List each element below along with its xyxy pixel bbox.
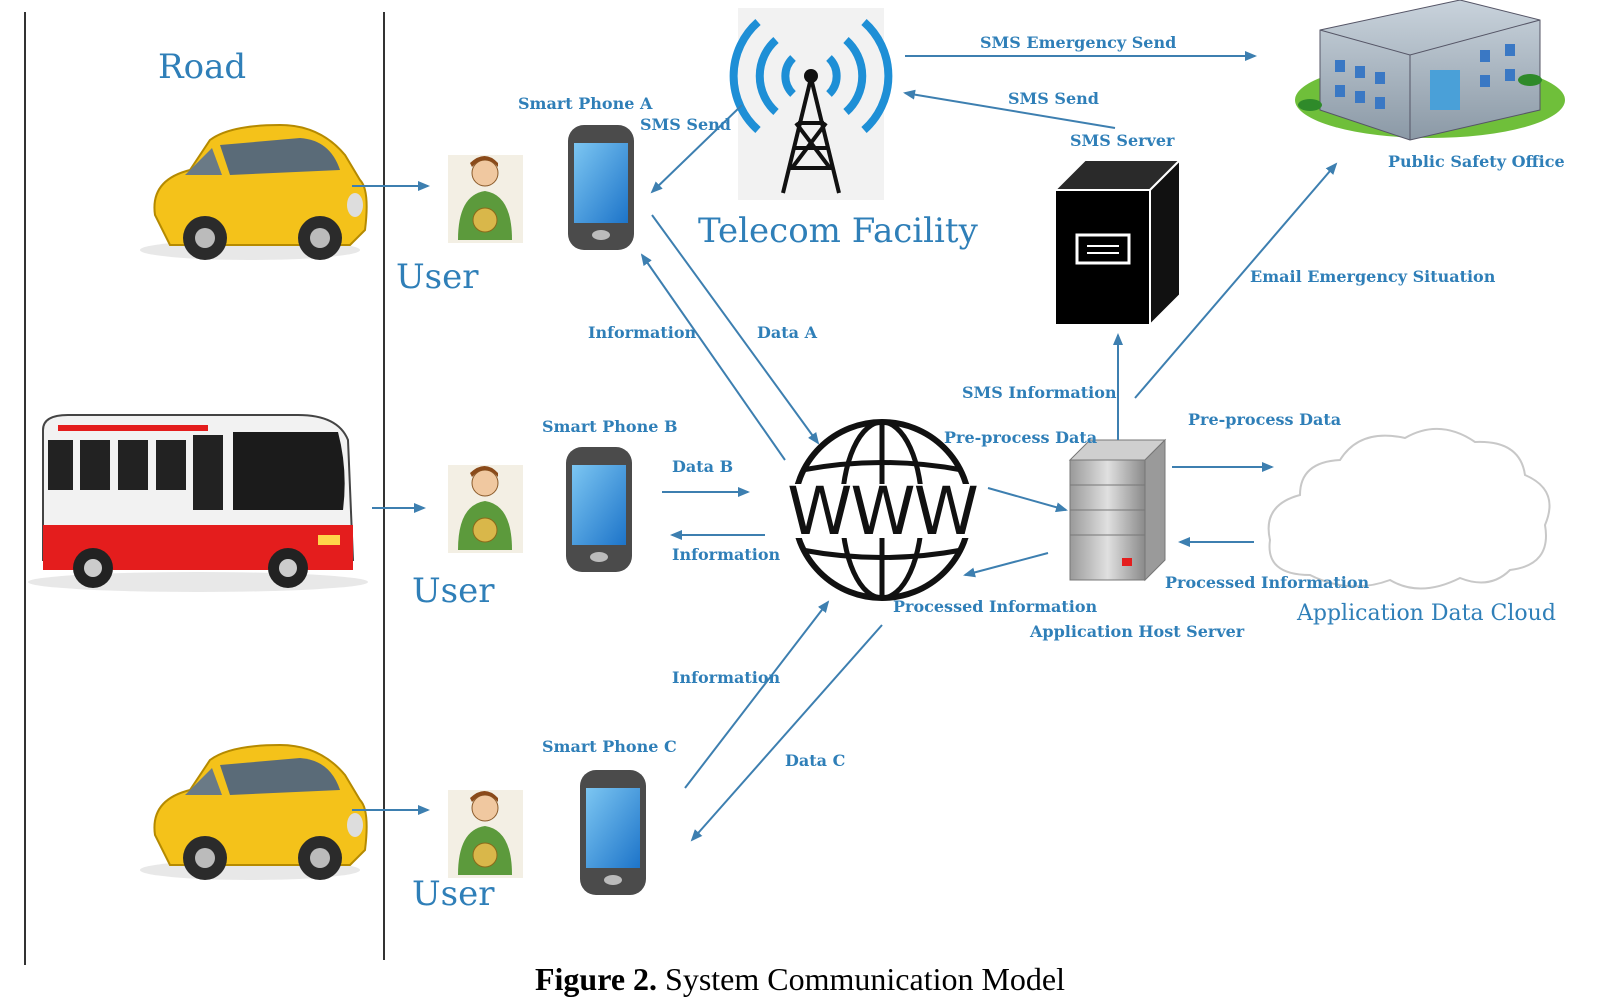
email-emergency-label: Email Emergency Situation xyxy=(1250,267,1496,286)
figure-number: Figure 2. xyxy=(535,961,657,997)
user-a-icon xyxy=(448,155,523,243)
smart-phone-b-label: Smart Phone B xyxy=(542,417,677,436)
bus-icon xyxy=(28,414,368,592)
pre-process-to-cloud-label: Pre-process Data xyxy=(1188,410,1341,429)
road-label: Road xyxy=(158,47,246,87)
information-from-phone-c-arrow xyxy=(684,600,830,789)
telecom-tower-icon xyxy=(729,8,893,200)
public-safety-building-icon xyxy=(1295,0,1565,141)
sms-server-icon xyxy=(1052,157,1183,328)
sms-send-to-phone-label: SMS Send xyxy=(640,115,731,134)
information-to-phone-a-arrow xyxy=(640,253,786,461)
application-data-cloud-label: Application Data Cloud xyxy=(1296,601,1556,626)
application-data-cloud-icon xyxy=(1267,427,1551,590)
user-a-label: User xyxy=(396,257,479,297)
user-b-icon xyxy=(448,465,523,553)
data-a-label: Data A xyxy=(757,323,818,342)
information-c-label: Information xyxy=(672,668,781,687)
sms-information-label: SMS Information xyxy=(962,383,1117,402)
information-a-label: Information xyxy=(588,323,697,342)
data-b-label: Data B xyxy=(672,457,733,476)
processed-from-cloud-label: Processed Information xyxy=(1165,573,1370,592)
smart-phone-b-icon xyxy=(566,447,632,572)
information-b-label: Information xyxy=(672,545,781,564)
figure-caption: Figure 2. System Communication Model xyxy=(535,961,1065,997)
processed-to-www-label: Processed Information xyxy=(893,597,1098,616)
user-c-icon xyxy=(448,790,523,878)
sms-emergency-send-label: SMS Emergency Send xyxy=(980,33,1176,52)
user-b-label: User xyxy=(412,571,495,611)
sms-send-to-telecom-arrow xyxy=(903,89,1116,129)
data-c-label: Data C xyxy=(785,751,845,770)
telecom-facility-label: Telecom Facility xyxy=(698,211,979,251)
figure-title: System Communication Model xyxy=(657,961,1065,997)
pre-process-to-host-arrow xyxy=(987,487,1068,513)
sms-send-to-phone-arrow xyxy=(650,104,743,194)
smart-phone-c-label: Smart Phone C xyxy=(542,737,677,756)
smart-phone-a-icon xyxy=(568,125,634,250)
smart-phone-c-icon xyxy=(580,770,646,895)
data-a-arrow xyxy=(651,214,820,445)
application-host-server-icon xyxy=(1068,438,1167,582)
www-globe-icon: WWW xyxy=(780,419,984,601)
smart-phone-a-label: Smart Phone A xyxy=(518,94,653,113)
data-c-arrow xyxy=(690,624,883,842)
sms-send-to-telecom-label: SMS Send xyxy=(1008,89,1099,108)
sms-server-label: SMS Server xyxy=(1070,131,1175,150)
www-text: WWW xyxy=(787,473,978,550)
processed-to-www-arrow xyxy=(963,552,1049,578)
user-c-label: User xyxy=(412,874,495,914)
pre-process-to-host-label: Pre-process Data xyxy=(944,428,1097,447)
email-emergency-arrow xyxy=(1134,162,1338,399)
public-safety-office-label: Public Safety Office xyxy=(1388,152,1565,171)
car-top-icon xyxy=(140,123,368,260)
application-host-server-label: Application Host Server xyxy=(1029,622,1245,641)
car-bottom-icon xyxy=(140,743,368,880)
